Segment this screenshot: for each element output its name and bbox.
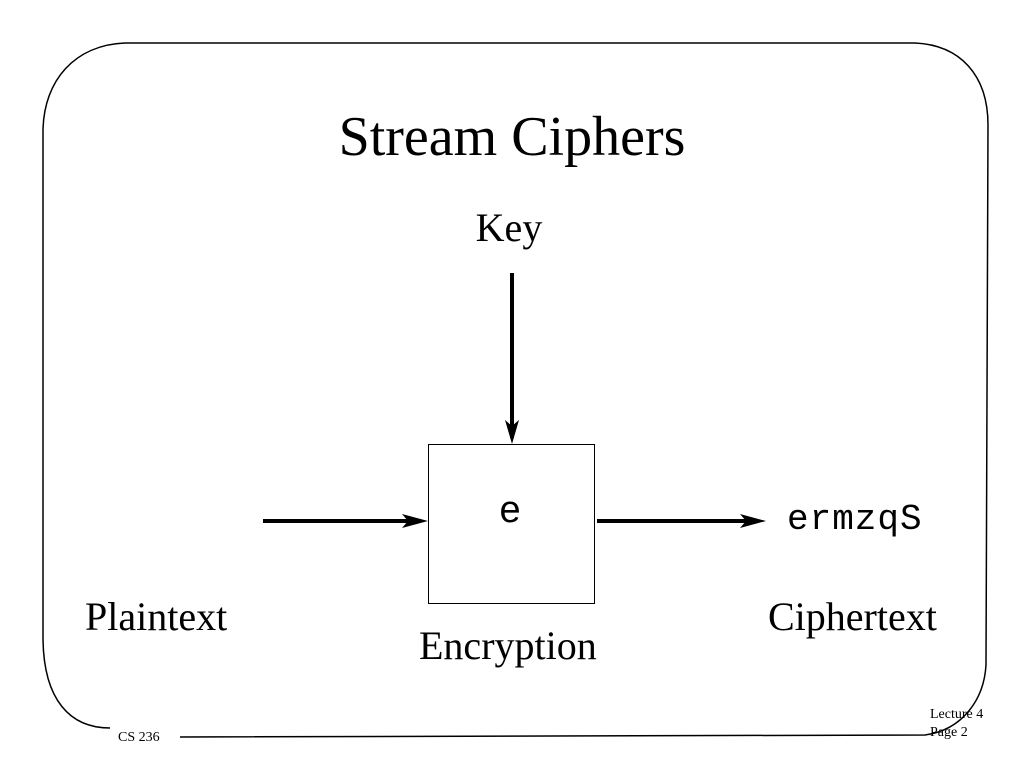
- footer-lecture: Lecture 4: [930, 707, 984, 722]
- footer-course: CS 236: [118, 730, 160, 745]
- footer-lecture-page: Lecture 4 Page 2: [930, 706, 983, 742]
- key-label: Key: [475, 205, 543, 250]
- encryption-function-label: e: [498, 491, 522, 534]
- slide-title: Stream Ciphers: [338, 106, 686, 168]
- plaintext-label: Plaintext: [85, 594, 228, 639]
- slide-border-path: [42, 42, 989, 738]
- ciphertext-arrowhead: [740, 514, 766, 528]
- ciphertext-label: Ciphertext: [768, 594, 937, 639]
- key-arrowhead: [505, 420, 519, 444]
- encryption-box: [428, 444, 595, 604]
- ciphertext-sample: ermzqS: [787, 499, 923, 540]
- footer-page: Page 2: [930, 725, 968, 741]
- plaintext-arrowhead: [402, 514, 428, 528]
- encryption-label: Encryption: [419, 623, 597, 668]
